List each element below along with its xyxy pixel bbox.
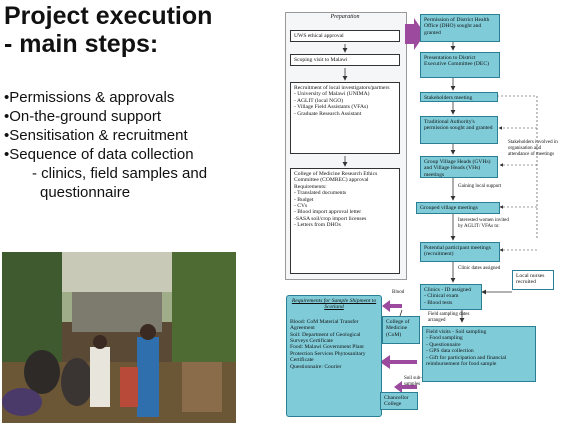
participant-meetings-box: Potential participant meetings (recruitm… bbox=[420, 242, 500, 262]
note-local-support: Gaining local support bbox=[458, 184, 502, 189]
uws-approval-box: UWS ethical approval bbox=[290, 30, 400, 42]
recruitment-partners-box: Recruitment of local investigators/partn… bbox=[290, 82, 400, 154]
sample-shipment-food: Food: Malawi Government Plant Protection… bbox=[290, 344, 366, 364]
note-clinic-dates: Clinic dates assigned bbox=[458, 266, 501, 271]
slide-title-line1: Project execution bbox=[4, 2, 213, 30]
note-interested-women: Interested women invited by AGLIT/ VFAs … bbox=[458, 218, 509, 229]
bullet-item: •Sequence of data collection bbox=[4, 146, 194, 163]
gvh-meetings-box: Group Village Heads (GVHs) and Village H… bbox=[420, 156, 498, 178]
flowchart: Preparation UWS e bbox=[272, 0, 565, 423]
sample-shipment-blood: Blood: CoM Material Transfer Agreement bbox=[290, 318, 359, 332]
bullet-subitem: - clinics, field samples and bbox=[32, 165, 208, 182]
note-soil: Soil sub-samples bbox=[404, 376, 422, 387]
flow-connectors bbox=[342, 18, 538, 393]
grouped-village-meetings-box: Grouped village meetings bbox=[416, 202, 500, 214]
field-visits-box: Field visits - Soil sampling - Food samp… bbox=[422, 326, 536, 382]
bullet-item: •Sensitisation & recruitment bbox=[4, 127, 188, 144]
chancellor-college-box: Chancellor College bbox=[380, 392, 418, 410]
clinics-box: Clinics - ID assigned - Clinical exam - … bbox=[420, 284, 482, 310]
preparation-title: Preparation bbox=[330, 14, 360, 20]
sample-shipment-soil: Soil: Department of Geological Surveys C… bbox=[290, 331, 361, 345]
dho-permission-box: Permission of District Health Office (DH… bbox=[420, 14, 500, 42]
college-of-medicine-box: College of Medicine (CoM) bbox=[382, 316, 420, 344]
bullet-item: •On-the-ground support bbox=[4, 108, 162, 125]
note-field-dates: Field sampling dates arranged bbox=[428, 312, 470, 323]
note-stakeholders: Stakeholders involved in organisation an… bbox=[508, 140, 558, 157]
sample-shipment-questionnaire: Questionnaire: Courier bbox=[290, 363, 342, 370]
ta-permission-box: Traditional Authority's permission sough… bbox=[420, 116, 498, 144]
field-photo bbox=[2, 252, 236, 423]
bullet-item: •Permissions & approvals bbox=[4, 89, 175, 106]
stakeholders-meeting-box: Stakeholders meeting bbox=[420, 92, 498, 102]
sample-shipment-box: Requirements for Sample Shipment to Scot… bbox=[286, 295, 382, 417]
local-nurses-box: Local nurses recruited bbox=[512, 270, 554, 290]
dec-presentation-box: Presentation to District Executive Commi… bbox=[420, 52, 500, 78]
slide-title-line2: - main steps: bbox=[4, 30, 159, 58]
bullet-subitem: questionnaire bbox=[40, 184, 131, 201]
bullet-list: •Permissions & approvals •On-the-ground … bbox=[4, 88, 207, 202]
scoping-visit-box: Scoping visit to Malawi bbox=[290, 54, 400, 66]
sample-shipment-title: Requirements for Sample Shipment to Scot… bbox=[291, 298, 377, 311]
note-blood: Blood bbox=[392, 290, 405, 295]
comrec-approval-box: College of Medicine Research Ethics Comm… bbox=[290, 168, 400, 274]
slide-title: Project execution - main steps: bbox=[4, 2, 212, 58]
